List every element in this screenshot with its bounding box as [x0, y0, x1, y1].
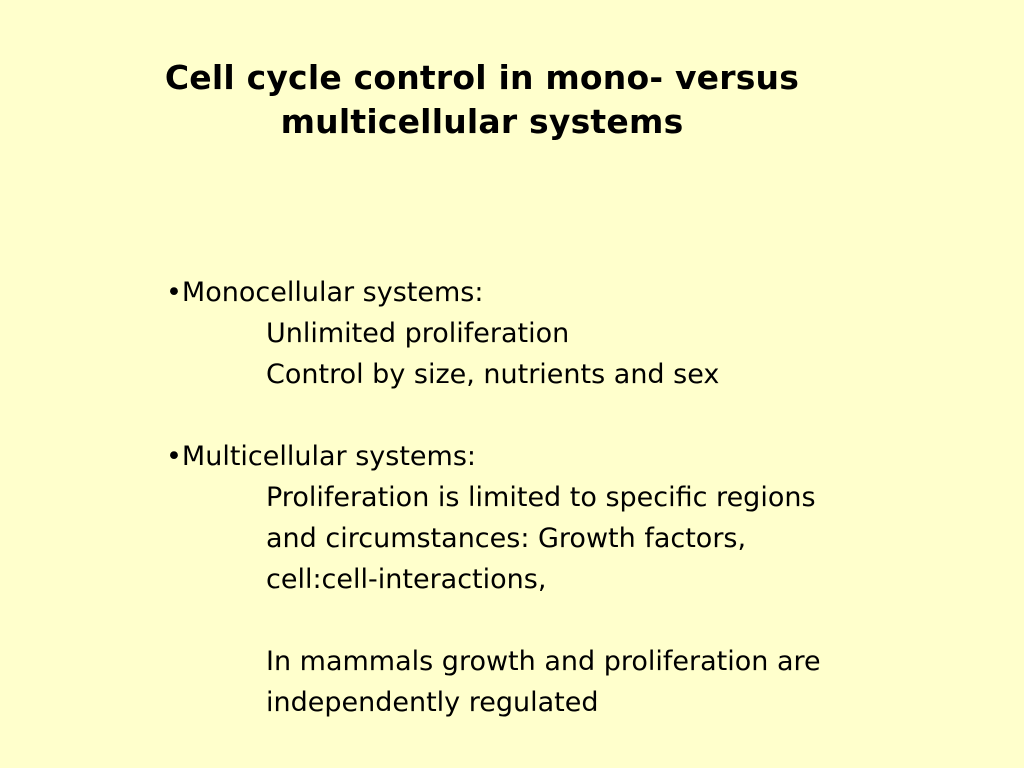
multicellular-heading: •Multicellular systems: [166, 441, 476, 472]
title-line-2: multicellular systems [280, 102, 684, 141]
monocellular-point-1: Unlimited proliferation [266, 318, 570, 349]
multicellular-note-2: independently regulated [266, 687, 599, 718]
paragraph-gap [166, 600, 996, 641]
multicellular-point-2: and circumstances: Growth factors, [266, 523, 747, 554]
multicellular-note-1: In mammals growth and proliferation are [266, 646, 821, 677]
monocellular-heading: •Monocellular systems: [166, 277, 484, 308]
multicellular-point-1: Proliferation is limited to specific reg… [266, 482, 816, 513]
monocellular-point-2: Control by size, nutrients and sex [266, 359, 720, 390]
slide-title: Cell cycle control in mono- versus multi… [0, 56, 964, 144]
title-line-1: Cell cycle control in mono- versus [164, 58, 800, 97]
slide-body: •Monocellular systems: Unlimited prolife… [166, 272, 996, 723]
multicellular-point-3: cell:cell-interactions, [266, 564, 547, 595]
section-gap [166, 395, 996, 436]
